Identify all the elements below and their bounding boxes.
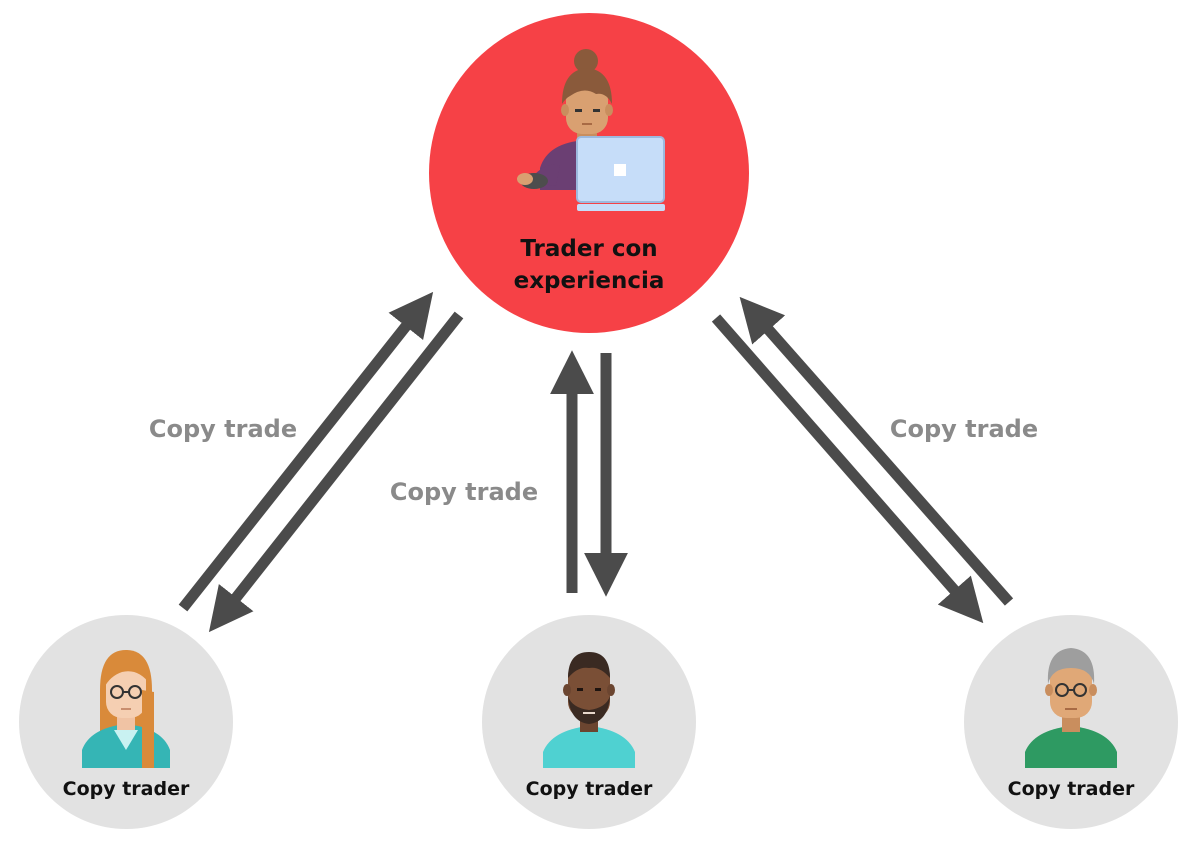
arrows-center-pair [550, 350, 628, 597]
edge-label-center: Copy trade [390, 478, 538, 506]
follower-node-right: Copy trader [964, 615, 1178, 829]
man-with-beard-avatar-icon [543, 652, 635, 768]
follower-label-right: Copy trader [1008, 778, 1135, 800]
woman-with-glasses-avatar-icon [82, 650, 170, 768]
hub-label-line1: Trader con [520, 236, 657, 262]
arrow-hub-to-right-follower [711, 314, 984, 624]
follower-node-center: Copy trader [482, 615, 696, 829]
edge-label-right: Copy trade [890, 415, 1038, 443]
arrow-right-follower-to-hub [739, 296, 1014, 606]
arrow-hub-to-left-follower [208, 311, 464, 633]
edge-label-left: Copy trade [149, 415, 297, 443]
follower-label-center: Copy trader [526, 778, 653, 800]
trader-at-laptop-icon [517, 49, 665, 211]
arrows-right-pair [711, 296, 1014, 624]
hub-node: Trader con experiencia [429, 13, 749, 333]
follower-label-left: Copy trader [63, 778, 190, 800]
follower-node-left: Copy trader [19, 615, 233, 829]
hub-label-line2: experiencia [514, 268, 665, 294]
arrow-left-follower-to-hub [178, 291, 434, 612]
older-man-with-glasses-avatar-icon [1025, 648, 1117, 768]
arrows-left-pair [178, 291, 464, 633]
